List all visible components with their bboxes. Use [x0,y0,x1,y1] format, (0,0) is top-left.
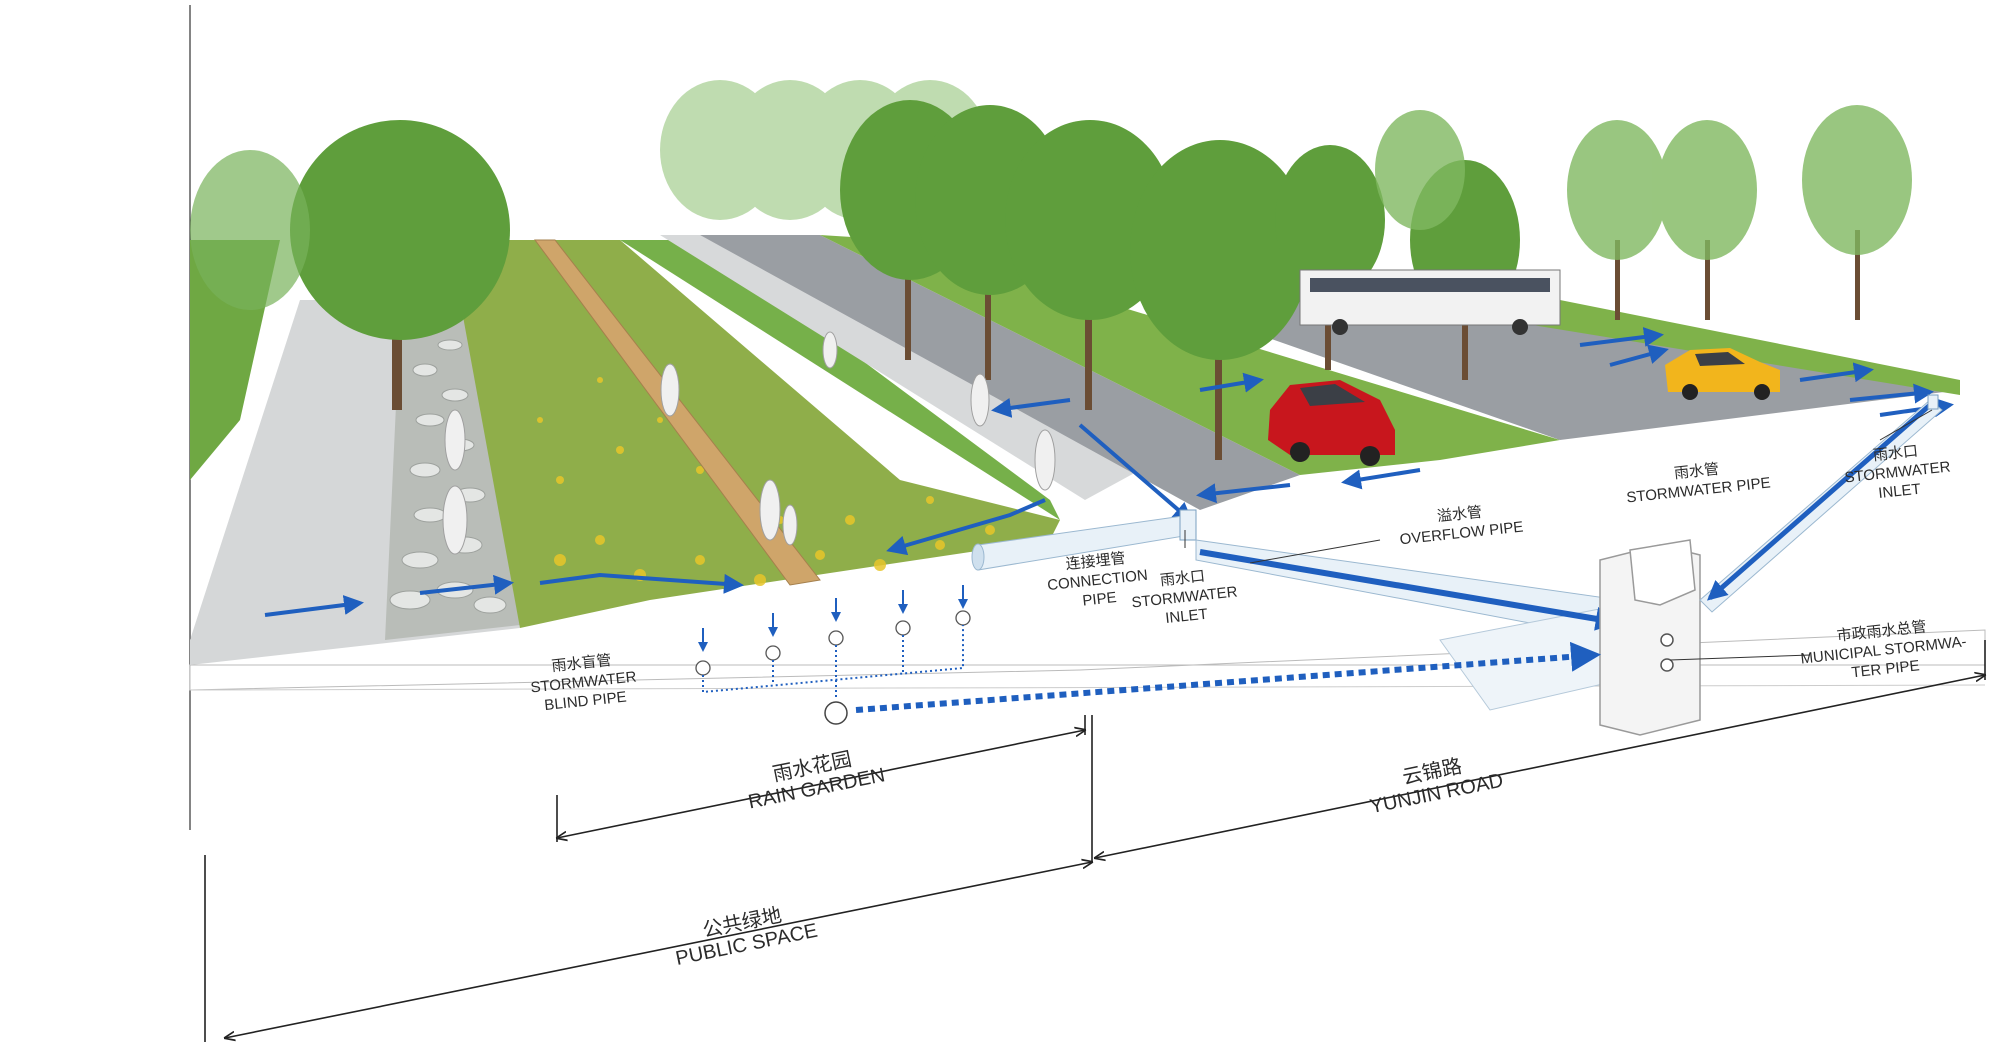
surface-flow-arrows [264,327,1954,617]
people [442,331,1056,555]
inlet-right-zh: 雨水口 [1872,443,1919,465]
overflow-pipe-zh: 溢水管 [1436,504,1483,526]
blind-pipe-collector [824,701,848,725]
label-municipal-pipe: 市政雨水总管 MUNICIPAL STORMWA- TER PIPE [1800,618,1968,681]
inlet-left-en2: INLET [1164,606,1208,627]
connection-pipe-zh: 连接埋管 [1065,550,1126,573]
inlet-left-zh: 雨水口 [1159,568,1206,590]
inlet-left [1179,509,1197,541]
inlet-right [1927,394,1939,410]
tree-row [190,80,1912,460]
road-sidewalk [660,235,1140,500]
label-blind-pipe: 雨水盲管 STORMWATER BLIND PIPE [530,652,638,714]
blind-pipe-zh: 雨水盲管 [551,652,612,675]
yellow-car [1665,348,1780,400]
stormwater-pipe-zh: 雨水管 [1673,461,1720,483]
stormwater-pipe [1699,399,1943,613]
ground-section [189,629,1986,691]
label-connection-pipe: 连接埋管 CONNECTION PIPE [1046,550,1148,610]
connection-pipe-en2: PIPE [1082,589,1118,609]
rain-garden-flowers [537,377,995,586]
collector-dotted-lines [702,625,964,700]
second-road [1160,300,1960,440]
label-overflow-pipe: 溢水管 OVERFLOW PIPE [1399,504,1524,549]
dimension-rain-garden: 雨水花园 RAIN GARDEN [557,715,1085,842]
label-stormwater-pipe: 雨水管 STORMWATER PIPE [1626,461,1772,507]
overflow-pipe-en: OVERFLOW PIPE [1399,518,1524,548]
overflow-pipe [1195,539,1621,711]
blind-pipes [695,610,971,676]
label-inlet-right: 雨水口 STORMWATER INLET [1844,443,1952,502]
infiltration-arrows [698,585,968,652]
bus [1299,269,1561,335]
inlet-right-en2: INLET [1877,481,1921,502]
main-road [700,235,1300,510]
dimension-public-space: 公共绿地 PUBLIC SPACE [204,715,1092,1042]
boardwalk [534,239,821,586]
grass-slope [620,240,1060,520]
municipal-chamber [1599,539,1701,736]
red-car [1268,380,1395,466]
blind-pipe-outflow [855,641,1601,713]
leader-lines [1184,409,1933,661]
